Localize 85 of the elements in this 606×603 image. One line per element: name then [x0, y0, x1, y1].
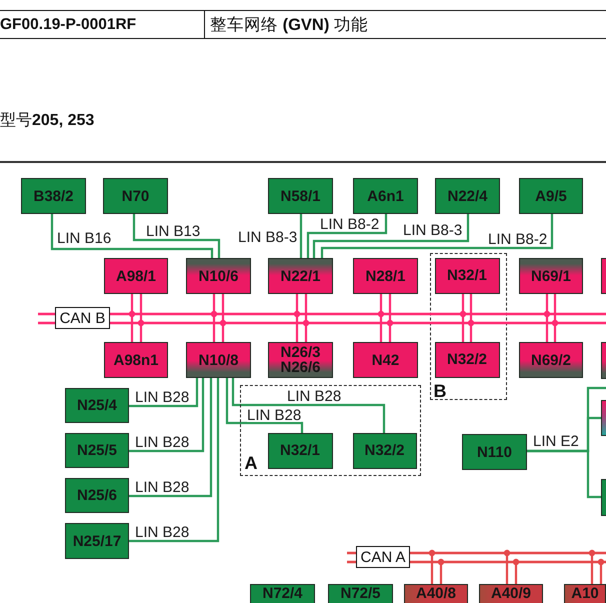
edge-label: LIN B28 [135, 480, 190, 494]
bus-stub [130, 328, 142, 344]
module-box [601, 258, 606, 294]
module-box: A98/1 [104, 258, 168, 294]
bus-stub [430, 566, 442, 586]
bus-stub [212, 328, 224, 344]
module-box: N32/1 [434, 258, 500, 294]
module-box: A40/8 [404, 584, 468, 603]
bus-stub [590, 566, 602, 586]
connection-line [129, 378, 204, 452]
connection-line [300, 214, 302, 258]
connection-line [129, 378, 212, 498]
module-box: N25/17 [65, 523, 129, 559]
bus-stub [546, 328, 556, 344]
module-box: N58/1 [268, 178, 333, 214]
module-box: B38/2 [21, 178, 86, 214]
bus-stub [462, 292, 472, 308]
module-box: A9/5 [519, 178, 583, 214]
bus-stub [296, 292, 308, 308]
connection-line [132, 214, 220, 258]
bus-line [347, 546, 606, 568]
bus-stub [380, 328, 392, 344]
module-box: N25/6 [65, 478, 129, 513]
connection-line [232, 378, 386, 433]
edge-label: LIN B8-3 [403, 224, 462, 236]
edge-label: LIN E2 [533, 434, 579, 448]
module-box: N22/1 [268, 258, 333, 294]
connection-line [306, 214, 388, 258]
module-box: N32/1 [268, 432, 332, 468]
subtitle: 型号205, 253 [0, 112, 94, 130]
module-box: N25/4 [65, 388, 129, 423]
module-box: N110 [462, 434, 527, 470]
group-letter: B [434, 382, 446, 398]
module-box: N28/1 [353, 258, 418, 294]
connection-line [226, 378, 304, 433]
module-box: N69/2 [519, 342, 583, 378]
connection-line [50, 214, 214, 258]
module-box: N70 [103, 178, 168, 214]
bus-label: CAN A [356, 546, 410, 568]
module-box: N10/8 [186, 342, 251, 378]
bus-line [38, 307, 606, 329]
module-box: N10/6 [186, 258, 251, 294]
bus-stub [462, 328, 472, 344]
module-box: N26/3 N26/6 [268, 342, 333, 378]
module-box: A98n1 [104, 342, 168, 378]
edge-label: LIN B28 [287, 390, 342, 402]
bus-stub [380, 292, 392, 308]
group-letter: A [244, 454, 258, 470]
module-box [601, 479, 606, 516]
edge-label: LIN B28 [135, 390, 190, 404]
bus-stub [212, 292, 224, 308]
bus-stub [296, 328, 308, 344]
edge-label: LIN B28 [135, 526, 190, 538]
bus-stub [130, 292, 142, 308]
bus-stub [546, 292, 556, 308]
edge-label: LIN B8-2 [320, 218, 380, 230]
edge-label: LIN B16 [57, 232, 112, 244]
module-box: A40/9 [479, 584, 543, 603]
module-box: N22/4 [435, 178, 500, 214]
dashed-group-box [430, 253, 507, 400]
module-box: N32/2 [352, 432, 416, 468]
module-box: N25/5 [65, 433, 129, 468]
connection-line [129, 378, 198, 408]
edge-label: LIN B28 [247, 408, 302, 422]
edge-label: LIN B28 [135, 436, 190, 448]
header-cell: GF00.19-P-0001RF [0, 10, 205, 39]
connection-line [312, 214, 470, 258]
edge-label: LIN B8-3 [238, 230, 298, 244]
edge-label: LIN B13 [146, 224, 200, 238]
module-box: A10 [564, 584, 606, 603]
module-box: A6n1 [353, 178, 418, 214]
module-box [601, 400, 606, 436]
connection-line [129, 378, 220, 542]
module-box [601, 342, 606, 379]
module-box: N69/1 [519, 258, 583, 294]
bus-stub [506, 566, 518, 586]
connection-line [320, 214, 554, 258]
module-box: N32/2 [434, 342, 500, 378]
edge-label: LIN B8-2 [488, 232, 548, 246]
connection-line [527, 450, 601, 498]
bus-label: CAN B [55, 307, 110, 329]
module-box: N42 [353, 342, 418, 378]
module-box: N72/5 [328, 584, 393, 603]
module-box: N72/4 [250, 584, 315, 603]
header-cell: 整车网络 (GVN) 功能 [205, 10, 606, 39]
